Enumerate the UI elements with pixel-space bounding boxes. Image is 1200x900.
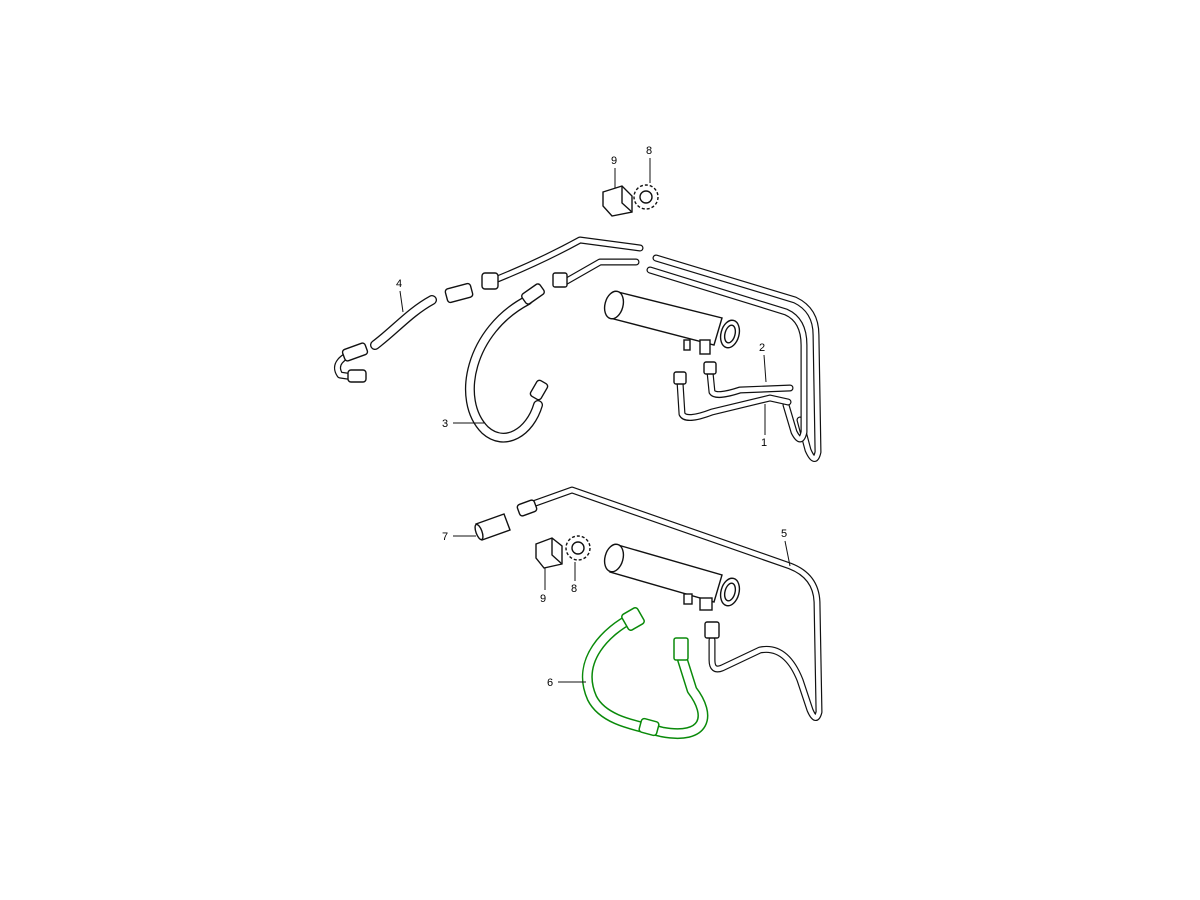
callouts-lower: 7 5 9 8 6 [442, 528, 791, 689]
hose-part-3[interactable] [464, 283, 549, 443]
connector-part-7[interactable] [473, 513, 511, 541]
grommet-part-8-lower[interactable] [565, 535, 591, 561]
callout-3: 3 [442, 418, 448, 430]
callout-7: 7 [442, 531, 448, 543]
callout-1: 1 [761, 437, 767, 449]
callout-9-lower: 9 [540, 593, 546, 605]
callout-6: 6 [547, 677, 553, 689]
callout-9: 9 [611, 155, 617, 167]
lower-assembly: 7 5 9 8 6 [442, 486, 823, 739]
clip-part-9-lower[interactable] [535, 537, 563, 569]
pipe-outer-upper[interactable] [486, 236, 822, 462]
callout-4: 4 [396, 278, 402, 290]
callouts-upper: 9 8 4 3 2 1 [396, 145, 767, 449]
callout-8: 8 [646, 145, 652, 157]
hose-part-6-highlighted[interactable] [581, 607, 709, 739]
upper-assembly: 9 8 4 3 2 1 [334, 145, 822, 462]
callout-5: 5 [781, 528, 787, 540]
grommet-part-8-upper[interactable] [633, 184, 659, 210]
pipe-inner-upper[interactable] [561, 258, 808, 443]
callout-2: 2 [759, 342, 765, 354]
clip-part-9-upper[interactable] [602, 185, 633, 217]
fuel-filter-upper[interactable] [602, 289, 743, 355]
hose-part-4[interactable] [334, 295, 437, 383]
fuel-filter-lower[interactable] [602, 542, 743, 611]
nut-fittings-upper [444, 272, 568, 304]
pipe-part-5[interactable] [516, 486, 823, 721]
lines-part-1-2[interactable] [673, 361, 794, 421]
callout-8-lower: 8 [571, 583, 577, 595]
